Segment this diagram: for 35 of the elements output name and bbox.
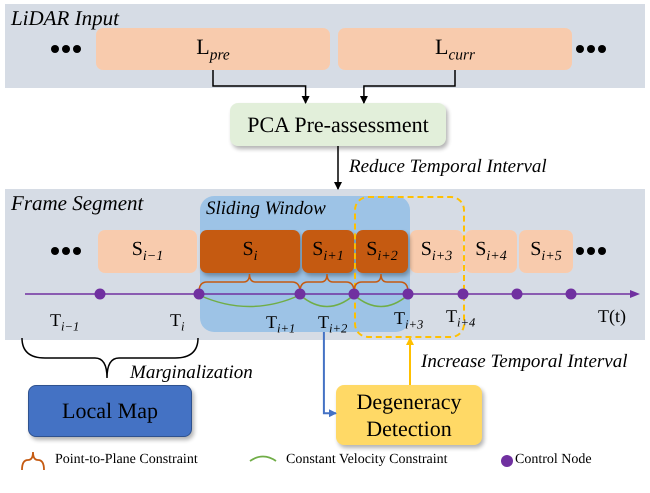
annotation-label: Marginalization [130,362,253,384]
section-band [5,189,645,340]
section-title: LiDAR Input [11,6,119,31]
arrow [334,146,342,190]
time-label: T$_{i+2}$ [318,312,348,337]
time-label: T$_{i}$ [170,310,184,335]
legend-label: Control Node [515,452,592,468]
time-label: T$_{i+1}$ [266,312,296,337]
segment-box: S$_{i}$ [200,230,300,273]
arrow [322,332,337,418]
section-title: Frame Segment [11,191,144,216]
section-title: Sliding Window [206,198,326,220]
edge-label: Increase Temporal Interval [419,351,630,373]
segment-box: S$_{i+2}$ [356,230,408,273]
arrow [360,70,456,104]
arrow [212,70,310,104]
time-label: T$_{i+4}$ [446,306,476,331]
process-box: Local Map [28,385,192,437]
process-box: PCA Pre-assessment [230,103,446,146]
time-label: T$_{i−1}$ [50,310,80,335]
legend-label: Constant Velocity Constraint [286,452,448,468]
legend-label: Point-to-Plane Constraint [55,452,198,468]
time-label: T(t) [598,306,626,327]
segment-box: S$_{i+1}$ [302,230,354,273]
process-box: Degeneracy Detection [336,385,482,445]
time-label: T$_{i+3}$ [394,308,424,333]
segment-box: S$_{i+4}$ [465,230,517,273]
segment-box: S$_{i+5}$ [519,230,573,273]
frame-box: L$_{pre}$ [96,28,330,70]
section-band [5,4,645,88]
edge-label: Reduce Temporal Interval [347,156,549,178]
segment-box: S$_{i−1}$ [98,230,197,273]
segment-box: S$_{i+3}$ [410,230,463,273]
frame-box: L$_{curr}$ [338,28,572,70]
arrow [406,337,414,385]
